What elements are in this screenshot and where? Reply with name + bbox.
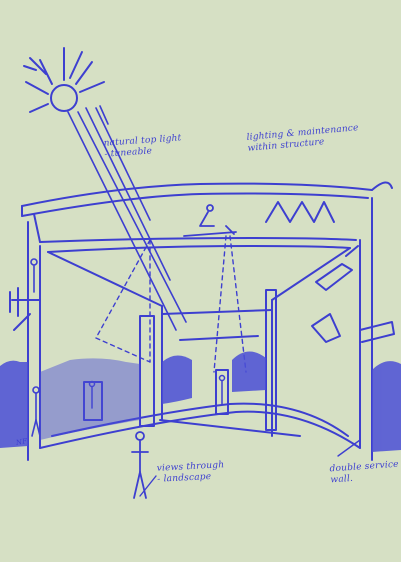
light-cone-lines xyxy=(96,236,246,372)
artist-signature: NF xyxy=(15,436,28,449)
annotation-views-landscape: views through - landscape xyxy=(156,460,225,486)
visitor-figure-left xyxy=(31,259,40,436)
sun-icon xyxy=(24,48,104,112)
signature-text: NF xyxy=(15,436,28,449)
roof-structure xyxy=(22,184,372,252)
maintenance-worker-figure xyxy=(184,205,236,236)
